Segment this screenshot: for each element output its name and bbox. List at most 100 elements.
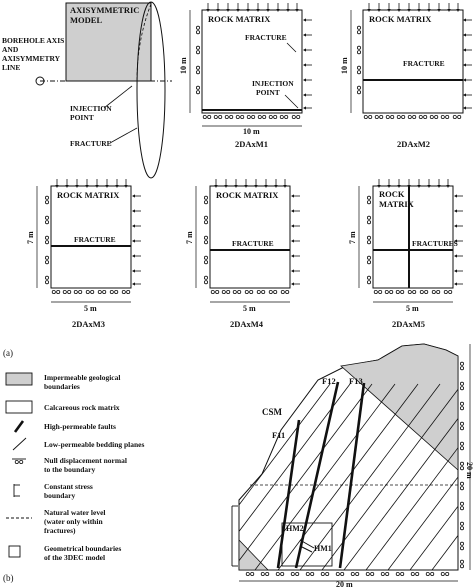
m1-fracture-leader <box>286 42 297 53</box>
model-2daxm2: ROCK MATRIX FRACTURE 10 m 2DAxM2 <box>340 2 473 149</box>
m4-title: 2DAxM4 <box>230 319 264 329</box>
impermeable-zone-top-right <box>340 343 459 471</box>
model-2daxm4: ROCK MATRIX FRACTURE 5 m 7 m 2DAxM4 <box>185 178 301 329</box>
legend-high-perm-1: High-permeable faults <box>44 422 116 431</box>
legend-null-disp-2: to the boundary <box>44 465 96 474</box>
m5-box <box>372 185 454 289</box>
injection-leader-line <box>103 85 133 109</box>
m2-box <box>362 9 464 114</box>
m1-injection-label-1: INJECTION <box>252 79 294 88</box>
m2-height-label: 10 m <box>340 57 349 74</box>
fracture-leader-line <box>109 127 138 144</box>
m4-box <box>209 185 291 289</box>
borehole-label-4: LINE <box>2 63 20 72</box>
fracture-ellipse <box>136 1 166 179</box>
site-f13-label: F13 <box>349 376 363 386</box>
m1-injection-leader <box>284 94 299 109</box>
m4-width-label: 5 m <box>243 304 256 313</box>
axisymmetric-model-diagram: AXISYMMETRIC MODEL BOREHOLE AXIS AND AXI… <box>2 1 172 179</box>
m1-left-rollers <box>195 25 201 95</box>
legend-high-perm-symbol <box>13 420 25 433</box>
3dec-model-box <box>281 522 333 567</box>
m2-title: 2DAxM2 <box>397 139 430 149</box>
m5-width-label: 5 m <box>406 304 419 313</box>
m3-right-arrows <box>131 193 142 287</box>
legend-calcareous-swatch <box>5 400 33 414</box>
legend-water-level-3: fractures) <box>44 526 76 535</box>
m3-title: 2DAxM3 <box>72 319 105 329</box>
borehole-hm1 <box>299 545 313 553</box>
site-f12-label: F12 <box>322 376 336 386</box>
axisym-injection-label-2: POINT <box>70 113 94 122</box>
m3-rock-label: ROCK MATRIX <box>57 190 120 200</box>
panel-a-label: (a) <box>3 348 13 358</box>
legend-const-stress-2: boundary <box>44 491 76 500</box>
legend-water-level-1: Natural water level <box>44 508 106 517</box>
model-2daxm5: ROCK MATRIX FRACTURES 5 m 7 m 2DAxM5 <box>348 178 464 329</box>
legend-panel-b: Impermeable geological boundaries Calcar… <box>5 372 145 562</box>
m3-height-label: 7 m <box>26 231 35 244</box>
legend-impermeable-swatch <box>5 372 33 386</box>
legend-low-perm-1: Low-permeable bedding planes <box>44 440 145 449</box>
model-2daxm1: ROCK MATRIX FRACTURE INJECTION POINT 10 … <box>179 2 313 149</box>
m1-injection-label-2: POINT <box>256 88 280 97</box>
m1-title: 2DAxM1 <box>235 139 268 149</box>
m5-bottom-rollers <box>373 289 453 295</box>
m5-title: 2DAxM5 <box>392 319 425 329</box>
m4-bottom-rollers <box>210 289 290 295</box>
borehole-hm2 <box>299 539 315 549</box>
site-right-rollers <box>459 361 465 569</box>
site-hm2-label: HM2 <box>286 524 304 533</box>
m3-left-rollers <box>45 195 49 285</box>
legend-impermeable-2: boundaries <box>44 382 80 391</box>
site-csm-label: CSM <box>262 407 283 417</box>
legend-null-disp-1: Null displacement normal <box>44 456 127 465</box>
axisym-fracture-label: FRACTURE <box>70 139 112 148</box>
site-model-diagram: CSM F11 F12 F13 HM2 HM1 20 m 20 m <box>231 343 474 588</box>
m4-rock-label: ROCK MATRIX <box>216 190 279 200</box>
panel-b-label: (b) <box>3 573 14 583</box>
m1-rock-label: ROCK MATRIX <box>208 14 271 24</box>
m1-right-arrows <box>302 17 313 111</box>
m4-left-rollers <box>203 195 209 285</box>
m5-rock-label-2: MATRIX <box>379 199 415 209</box>
fault-f11 <box>276 419 301 569</box>
site-left-stress-boundary <box>231 505 238 567</box>
legend-geom-bound-swatch <box>8 545 21 558</box>
m2-fracture-label: FRACTURE <box>403 59 445 68</box>
legend-calcareous-1: Calcareous rock matrix <box>44 403 120 412</box>
legend-geom-bound-1: Geometrical boundaries <box>44 544 121 553</box>
m2-rock-label: ROCK MATRIX <box>369 14 432 24</box>
site-f11-label: F11 <box>272 430 285 440</box>
borehole-marker-icon <box>35 76 45 86</box>
site-height-label: 20 m <box>465 462 474 479</box>
m1-width-label: 10 m <box>243 127 260 136</box>
m4-right-arrows <box>290 193 301 287</box>
axisymmetric-model-box <box>65 2 152 82</box>
legend-null-disp-symbol <box>12 458 26 465</box>
legend-const-stress-symbol <box>13 484 20 497</box>
m3-bottom-rollers <box>51 289 131 295</box>
borehole-label-1: BOREHOLE AXIS <box>2 36 64 45</box>
model-2daxm3: ROCK MATRIX FRACTURE 5 m 7 m 2DAxM3 <box>26 178 142 329</box>
m2-left-rollers <box>356 25 362 95</box>
axisym-injection-label-1: INJECTION <box>70 104 112 113</box>
m5-rock-label-1: ROCK <box>379 189 405 199</box>
legend-low-perm-symbol <box>12 437 27 451</box>
m5-left-rollers <box>366 195 372 285</box>
m4-height-label: 7 m <box>185 231 194 244</box>
borehole-label-2: AND <box>2 45 19 54</box>
site-hm1-label: HM1 <box>314 544 332 553</box>
borehole-label-3: AXISYMMETRY <box>2 54 61 63</box>
axisym-model-label-1: AXISYMMETRIC <box>70 5 139 15</box>
m1-fracture-label: FRACTURE <box>245 33 287 42</box>
site-bottom-rollers <box>245 572 450 576</box>
m1-bottom-rollers <box>202 115 301 119</box>
axisym-model-label-2: MODEL <box>70 15 102 25</box>
fracture-dashed-arc <box>136 3 152 82</box>
fault-f13 <box>338 382 366 569</box>
m5-fracture-label: FRACTURES <box>412 239 458 248</box>
m5-height-label: 7 m <box>348 231 357 244</box>
m3-box <box>50 185 132 289</box>
